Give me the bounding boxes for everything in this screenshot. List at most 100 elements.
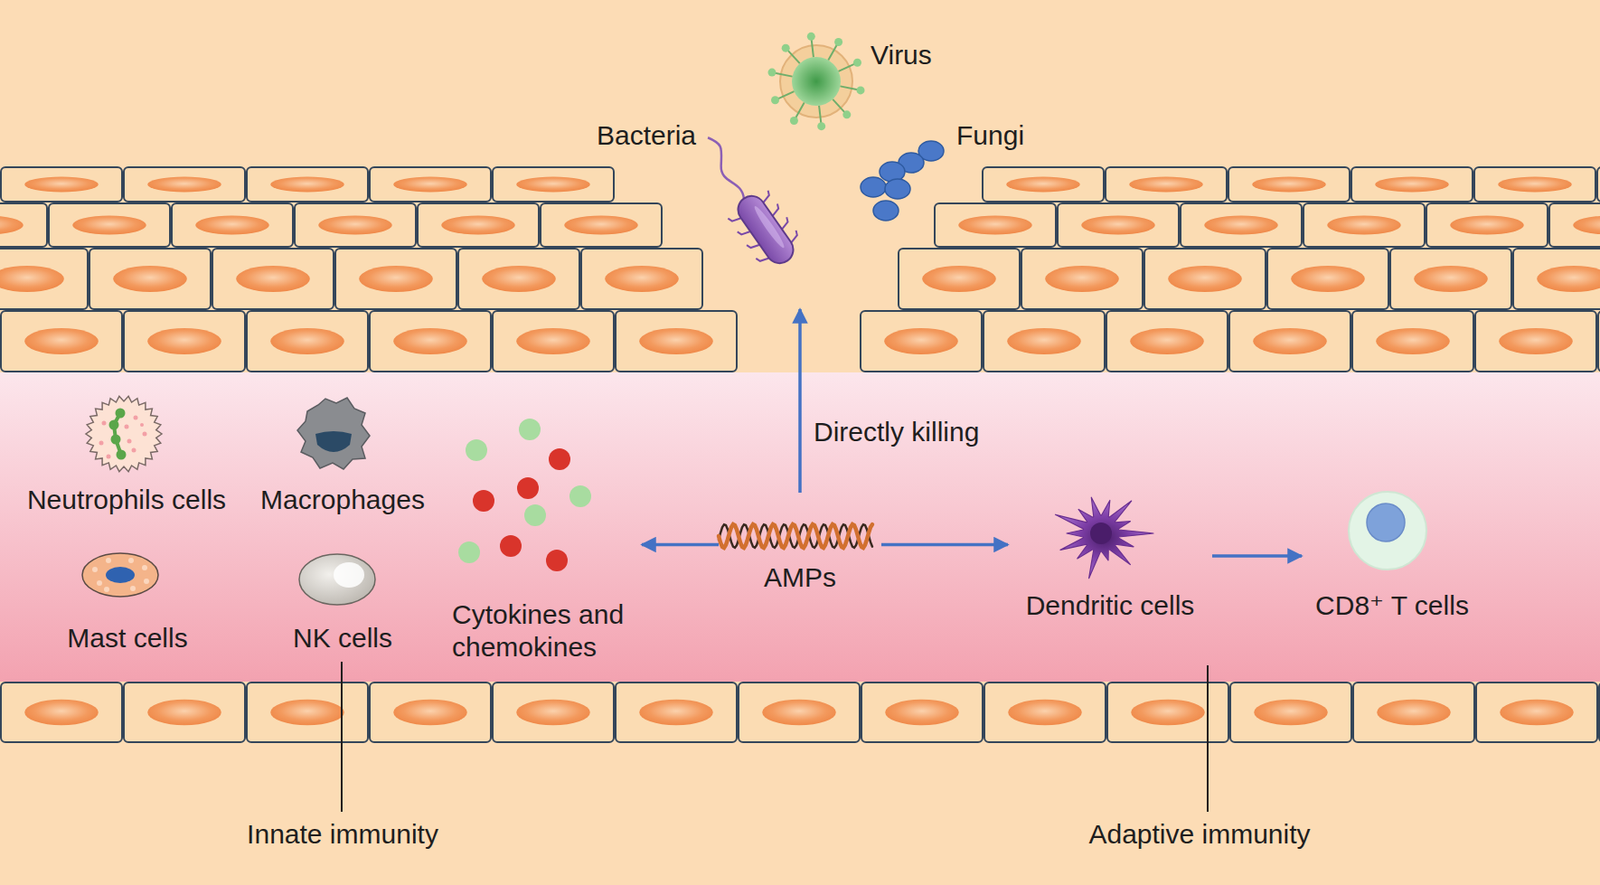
cell-nucleus xyxy=(516,699,591,726)
epithelial-cell xyxy=(1180,203,1302,247)
epithelial-cell xyxy=(1513,248,1600,310)
epithelial-cell xyxy=(0,167,123,202)
cell-nucleus xyxy=(24,177,99,193)
epithelial-cell xyxy=(89,248,211,310)
epithelial-cell xyxy=(1105,167,1227,202)
cell-nucleus xyxy=(112,265,188,292)
node-label: CD8⁺ T cells xyxy=(1301,589,1483,622)
cell-nucleus xyxy=(1044,265,1120,292)
cell-nucleus xyxy=(393,328,468,355)
cell-nucleus xyxy=(1413,265,1488,292)
cell-nucleus xyxy=(1498,328,1573,355)
epithelial-cell xyxy=(861,682,983,743)
virus-spike-tip xyxy=(767,68,776,77)
dendritic-cell-icon xyxy=(1055,497,1155,579)
virus-spike-tip xyxy=(834,37,843,47)
cell-nucleus xyxy=(516,328,591,355)
macrophage-icon xyxy=(297,397,370,470)
epithelial-cell xyxy=(246,682,368,743)
pathogen-label: Fungi xyxy=(956,119,1025,152)
cell-nucleus xyxy=(72,216,147,236)
arrow-connector xyxy=(881,543,1008,547)
epithelial-cell xyxy=(335,248,457,310)
cell-nucleus xyxy=(270,699,345,726)
t-cell-node: CD8⁺ T cells xyxy=(1301,479,1483,633)
cell-nucleus xyxy=(1006,177,1081,193)
virus-spike-tip xyxy=(817,122,826,131)
cell-nucleus xyxy=(1251,177,1327,193)
leader-line xyxy=(1206,665,1209,812)
bacterium-icon xyxy=(683,126,808,275)
arrow-connector xyxy=(798,309,802,493)
edge-label: Directly killing xyxy=(813,415,979,449)
epithelial-cell xyxy=(1230,682,1352,743)
dendritic-node: Dendritic cells xyxy=(1007,479,1213,633)
epithelial-cell xyxy=(0,682,123,743)
epithelial-cell xyxy=(540,203,662,247)
epithelial-cell xyxy=(984,682,1106,743)
cell-nucleus xyxy=(1497,177,1572,193)
epithelial-cell xyxy=(369,167,491,202)
epithelial-cell xyxy=(1599,682,1600,743)
cell-nucleus xyxy=(1007,328,1082,355)
cytokine-node: Cytokines and chemokines xyxy=(447,411,642,667)
cell-nucleus xyxy=(147,699,222,726)
cell-nucleus xyxy=(393,177,468,193)
amps-node: AMPs xyxy=(718,492,882,597)
cell-nucleus xyxy=(1129,328,1205,355)
node-label: Bacteria xyxy=(596,119,697,152)
epithelial-cell xyxy=(1475,310,1597,372)
epithelial-cell xyxy=(369,310,491,372)
virus-spike-tip xyxy=(807,32,816,41)
epithelial-cell xyxy=(0,203,48,247)
epithelial-cell xyxy=(1057,203,1179,247)
epithelial-cell xyxy=(983,310,1105,372)
arrow-connector xyxy=(1212,554,1302,558)
cell-nucleus xyxy=(0,216,24,236)
cell-nucleus xyxy=(147,328,222,355)
epithelial-cell xyxy=(615,682,737,743)
virus-spike-tip xyxy=(771,95,780,104)
epithelial-cell xyxy=(1597,167,1600,202)
epithelial-cell xyxy=(1267,248,1389,310)
epithelial-cell xyxy=(860,310,982,372)
cell-nucleus xyxy=(1081,216,1156,236)
fungi-icon xyxy=(860,141,944,221)
cell-nucleus xyxy=(564,216,639,236)
cell-nucleus xyxy=(1167,265,1243,292)
cell-nucleus xyxy=(922,265,997,292)
epithelial-cell xyxy=(1351,167,1473,202)
node-label: AMPs xyxy=(718,561,882,594)
epithelial-cell xyxy=(123,682,245,743)
cell-nucleus xyxy=(1536,265,1600,292)
cell-nucleus xyxy=(1449,216,1525,236)
cell-nucleus xyxy=(481,265,556,292)
epithelial-cell xyxy=(581,248,703,310)
cell-nucleus xyxy=(1252,328,1328,355)
virus-spike xyxy=(839,85,859,90)
t-cell-icon xyxy=(1348,491,1427,570)
epithelial-cell xyxy=(246,310,368,372)
cell-nucleus xyxy=(1572,216,1600,236)
epithelial-cell xyxy=(1303,203,1425,247)
cell-label: NK cells xyxy=(292,621,393,655)
virus-icon xyxy=(767,32,865,131)
cell-nucleus xyxy=(1375,328,1450,355)
cell-nucleus xyxy=(884,699,960,726)
epithelial-cell xyxy=(492,682,614,743)
epithelial-cell xyxy=(1352,310,1474,372)
cell-nucleus xyxy=(1290,265,1365,292)
epithelial-cell xyxy=(615,310,737,372)
virus-spike xyxy=(776,91,794,100)
virus-spike-tip xyxy=(842,110,851,119)
cell-nucleus xyxy=(0,265,65,292)
epithelial-cell xyxy=(898,248,1020,310)
neutrophil-icon xyxy=(85,395,162,471)
group-label: Adaptive immunity xyxy=(1088,818,1310,851)
cell-nucleus xyxy=(1376,699,1451,726)
cell-nucleus xyxy=(884,328,959,355)
epithelial-cell xyxy=(1426,203,1548,247)
cell-nucleus xyxy=(195,216,270,236)
virus-spike-tip xyxy=(790,116,799,125)
cell-nucleus xyxy=(1204,216,1279,236)
